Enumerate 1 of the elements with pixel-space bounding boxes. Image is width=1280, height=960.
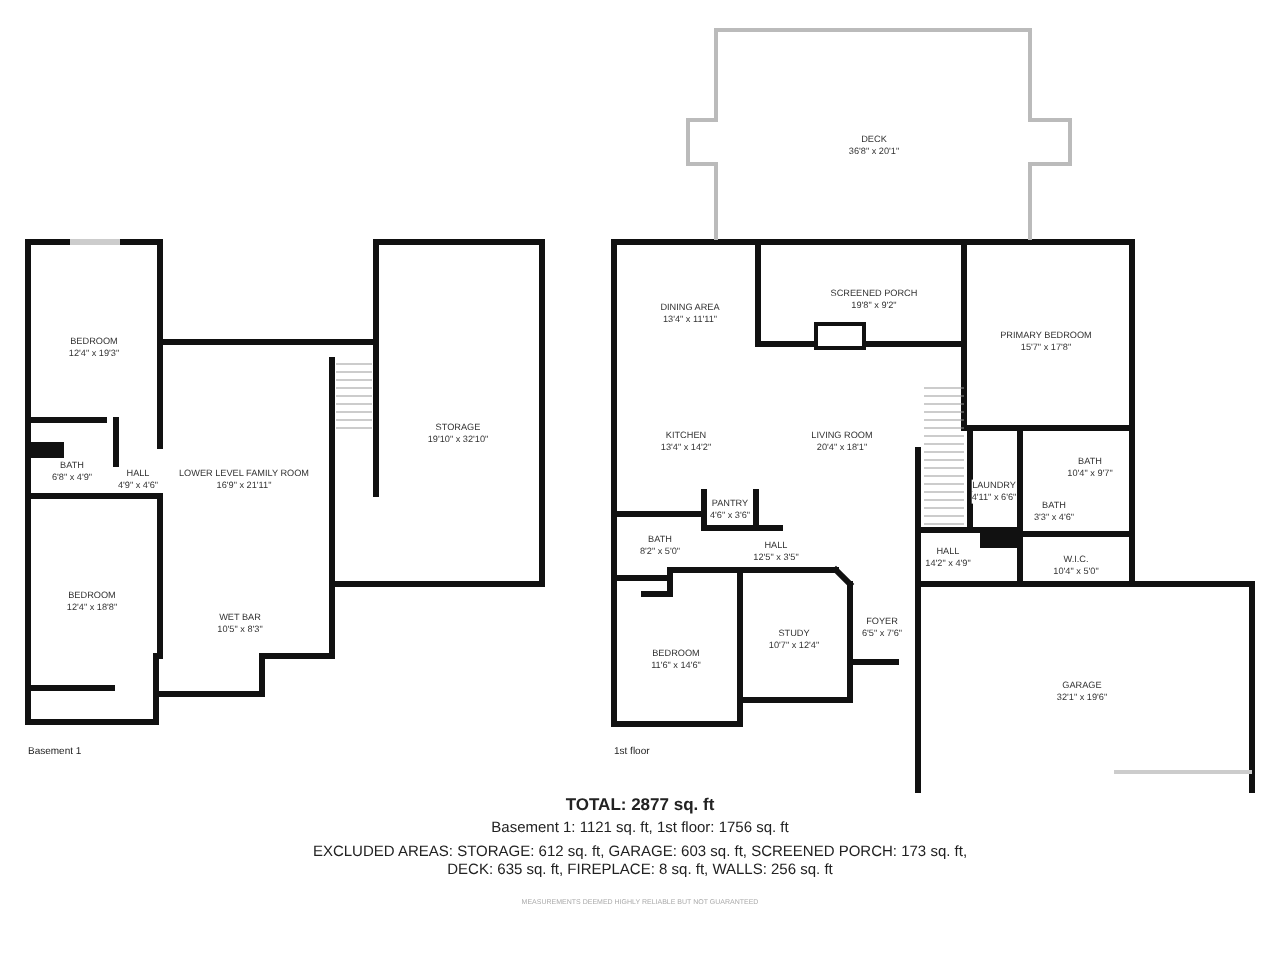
total-area: TOTAL: 2877 sq. ft [565, 794, 715, 814]
